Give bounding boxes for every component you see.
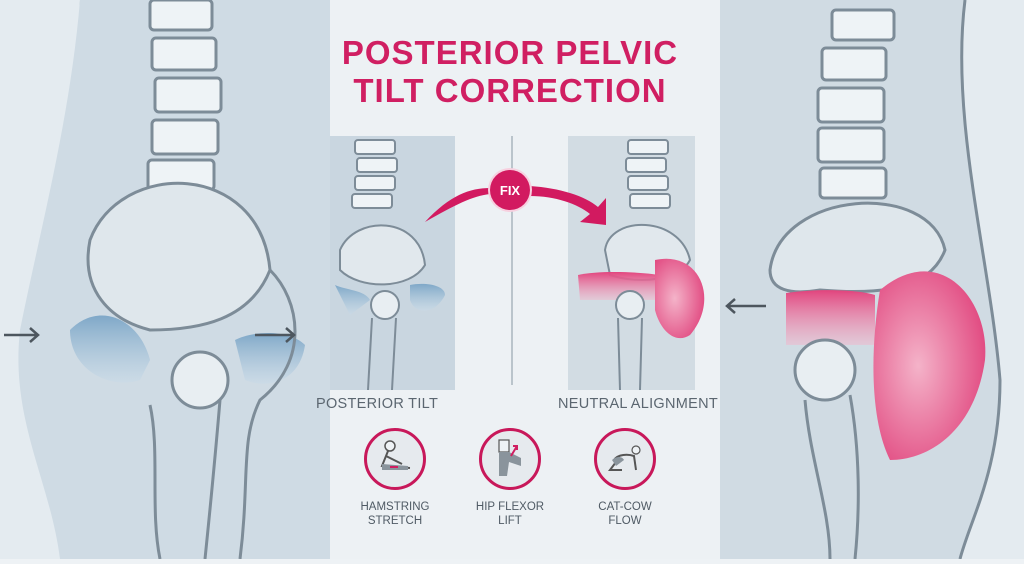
- fix-badge: FIX: [490, 170, 530, 210]
- exercise-name: CAT-COW FLOW: [598, 501, 652, 527]
- left-arrows: [4, 327, 296, 343]
- title-line-1: POSTERIOR PELVIC: [341, 34, 679, 71]
- hip-flexor-lift-icon: [479, 428, 541, 490]
- neutral-alignment-diagram: [568, 136, 705, 391]
- posterior-tilt-diagram: [330, 136, 455, 391]
- page-title: POSTERIOR PELVIC TILT CORRECTION: [300, 34, 720, 110]
- neutral-alignment-label: NEUTRAL ALIGNMENT: [558, 396, 719, 412]
- cat-cow-icon: [594, 428, 656, 490]
- exercise-name: HAMSTRING STRETCH: [360, 501, 430, 527]
- right-large-pelvis: [720, 0, 1024, 560]
- posterior-tilt-label: POSTERIOR TILT: [316, 396, 439, 412]
- right-arrow: [725, 298, 766, 314]
- fix-arrow: [425, 186, 606, 225]
- exercise-hamstring-stretch: HAMSTRING STRETCH: [340, 428, 450, 528]
- exercise-hip-flexor-lift: HIP FLEXOR LIFT: [455, 428, 565, 528]
- hamstring-stretch-icon: [364, 428, 426, 490]
- exercise-cat-cow: CAT-COW FLOW: [570, 428, 680, 528]
- title-line-2: TILT CORRECTION: [353, 72, 667, 109]
- left-large-pelvis: [0, 0, 330, 560]
- exercise-name: HIP FLEXOR LIFT: [475, 501, 545, 527]
